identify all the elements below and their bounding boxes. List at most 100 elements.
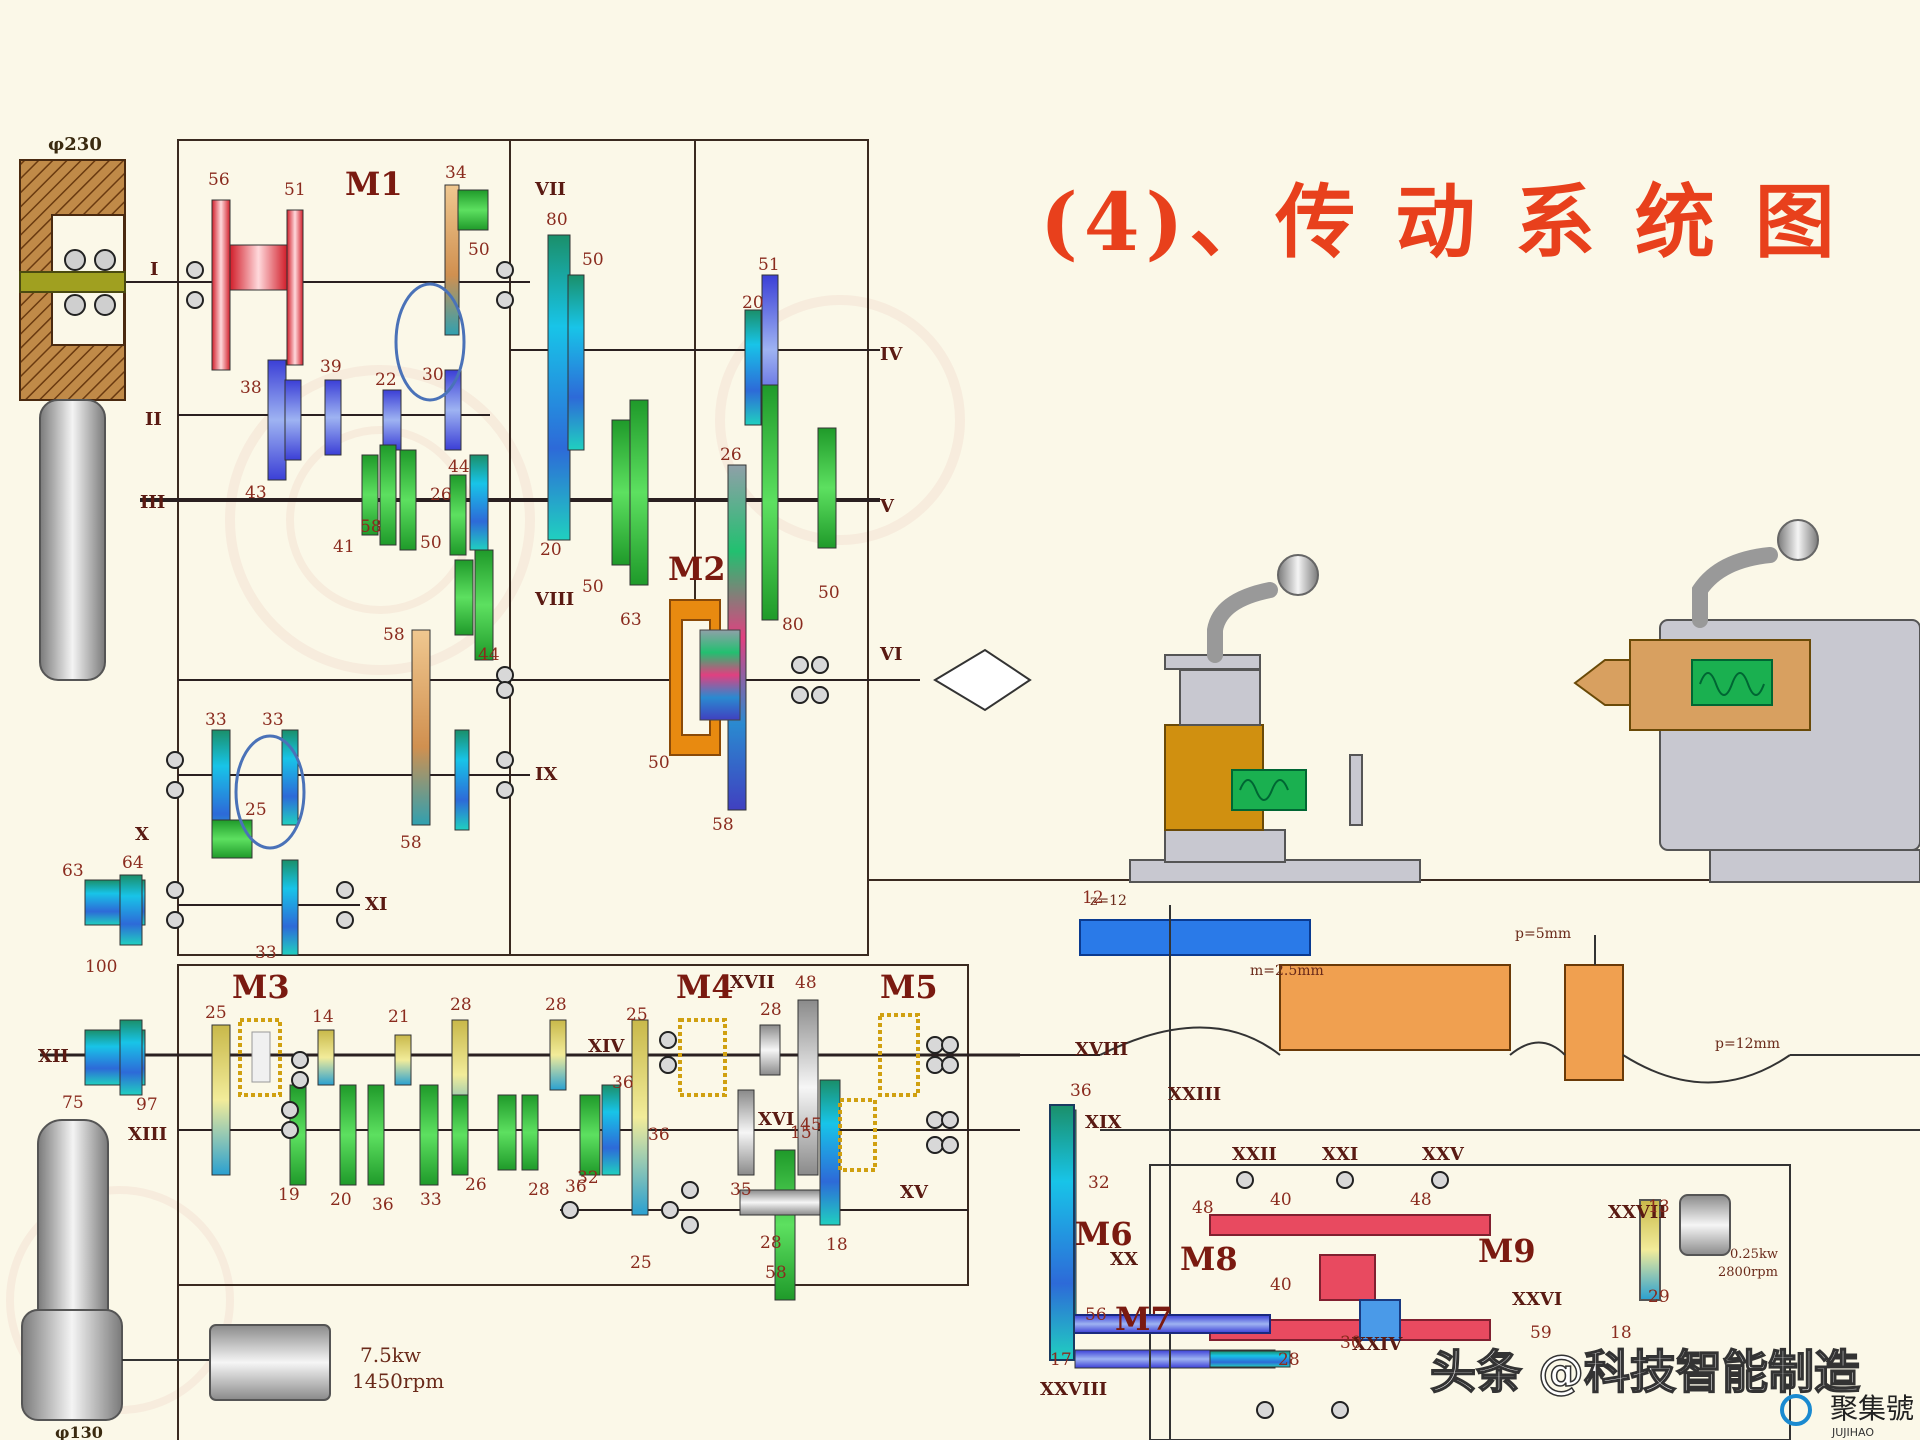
gear-number-22: 80 <box>782 615 804 635</box>
shaft-label-vi: VI <box>879 644 902 665</box>
bearing-12 <box>166 911 184 929</box>
gear-number-37: 97 <box>136 1095 158 1115</box>
bearing-17 <box>791 686 809 704</box>
gear-number-73: 59 <box>1530 1323 1552 1343</box>
page-title: (4)、传 动 系 统 图 <box>1040 175 1841 269</box>
gear-41 <box>549 1019 567 1091</box>
rack-module: m=2.5mm <box>1250 963 1324 979</box>
gear-number-49: 20 <box>330 1190 352 1210</box>
gear-19 <box>449 474 467 556</box>
pulley-bottom-label: φ130 <box>55 1423 103 1440</box>
gear-47 <box>451 1094 469 1176</box>
gear-number-61: 25 <box>630 1253 652 1273</box>
bearing-41 <box>1331 1401 1349 1419</box>
gear-number-69: 48 <box>1410 1190 1432 1210</box>
gear-14 <box>382 389 402 451</box>
gear-number-31: 50 <box>648 753 670 773</box>
shaft-label-xxiii: XXIII <box>1168 1084 1221 1105</box>
gear-28 <box>454 729 470 831</box>
watermark-text: 头条 @科技智能制造 <box>1430 1345 1860 1399</box>
gear-number-16: 58 <box>360 517 382 537</box>
gear-number-24: 58 <box>383 625 405 645</box>
bearing-23 <box>659 1031 677 1049</box>
logo-text: 聚集號 <box>1830 1392 1914 1425</box>
small-motor-power: 0.25kw <box>1730 1247 1778 1262</box>
gear-number-47: 36 <box>612 1073 634 1093</box>
gear-number-64: 36 <box>1070 1081 1092 1101</box>
gear-10 <box>761 384 779 621</box>
gear-number-12: 30 <box>422 365 444 385</box>
bearing-19 <box>291 1051 309 1069</box>
lead-screw-pitch: p=5mm <box>1515 926 1571 942</box>
gear-34 <box>119 874 143 946</box>
clutch-label-m8: M8 <box>1180 1240 1238 1278</box>
gear-number-59: 58 <box>765 1263 787 1283</box>
clutch-m4-body <box>678 1018 727 1097</box>
gear-number-3: 34 <box>445 163 467 183</box>
gear-number-9: 38 <box>240 378 262 398</box>
gear-number-14: 43 <box>245 483 267 503</box>
gear-number-29: 25 <box>245 800 267 820</box>
bearing-33 <box>561 1201 579 1219</box>
gear-number-66: 56 <box>1085 1305 1107 1325</box>
gear-1 <box>211 199 231 371</box>
clutch-label-m5: M5 <box>880 968 938 1006</box>
gear-32 <box>281 859 299 956</box>
shaft-label-xxvii: XXVII <box>1608 1202 1667 1223</box>
gear-number-10: 39 <box>320 357 342 377</box>
gear-number-25: 26 <box>430 485 452 505</box>
gear-42 <box>631 1019 649 1216</box>
clutch-label-m1: M1 <box>345 165 403 203</box>
gear-number-1: 56 <box>208 170 230 190</box>
gear-number-65: 32 <box>1088 1173 1110 1193</box>
gear-55 <box>774 1149 796 1301</box>
shaft-label-iii: III <box>140 492 165 513</box>
shaft-label-xiv: XIV <box>588 1036 625 1057</box>
gear-22 <box>474 549 494 661</box>
shaft-label-v: V <box>879 496 895 517</box>
clutch-label-m7: M7 <box>1115 1300 1173 1338</box>
small-motor-speed: 2800rpm <box>1718 1265 1778 1280</box>
clutch-m5-body <box>838 1013 920 1172</box>
gear-21 <box>454 559 474 636</box>
gear-number-46: 28 <box>760 1000 782 1020</box>
bearing-14 <box>336 911 354 929</box>
shaft-label-xix: XIX <box>1085 1112 1121 1133</box>
gear-number-57: 45 <box>800 1115 822 1135</box>
gear-12 <box>284 379 302 461</box>
motor-power: 7.5kw <box>360 1343 421 1367</box>
bearing-20 <box>291 1071 309 1089</box>
gear-number-35: 100 <box>85 957 117 977</box>
gear-number-32: 58 <box>712 815 734 835</box>
bearing-6 <box>496 681 514 699</box>
gear-52 <box>797 999 819 1176</box>
gear-57 <box>739 1189 821 1216</box>
bearing-38 <box>1336 1171 1354 1189</box>
gear-49 <box>521 1094 539 1171</box>
gear-56 <box>819 1079 841 1226</box>
gear-36 <box>119 1019 143 1096</box>
bearing-32 <box>941 1136 959 1154</box>
bearing-26 <box>941 1036 959 1054</box>
shaft-label-ii: II <box>145 409 162 430</box>
bearing-13 <box>336 881 354 899</box>
bearing-29 <box>926 1111 944 1129</box>
gear-27 <box>411 629 431 826</box>
gear-number-20: 63 <box>620 610 642 630</box>
gear-13 <box>324 379 342 456</box>
gear-number-72: 29 <box>1648 1287 1670 1307</box>
gear-number-28: 33 <box>262 710 284 730</box>
bearing-40 <box>1256 1401 1274 1419</box>
bearing-30 <box>941 1111 959 1129</box>
gear-number-8: 20 <box>742 293 764 313</box>
gear-4 <box>444 184 460 336</box>
shaft-label-xxi: XXI <box>1322 1144 1358 1165</box>
gear-number-44: 25 <box>626 1005 648 1025</box>
shaft-label-xvii: XVII <box>730 972 775 993</box>
bearing-2 <box>186 291 204 309</box>
bearing-18 <box>811 686 829 704</box>
pulley-bottom <box>21 1119 331 1421</box>
shaft-label-i: I <box>150 259 158 280</box>
apron <box>1049 905 1920 1440</box>
